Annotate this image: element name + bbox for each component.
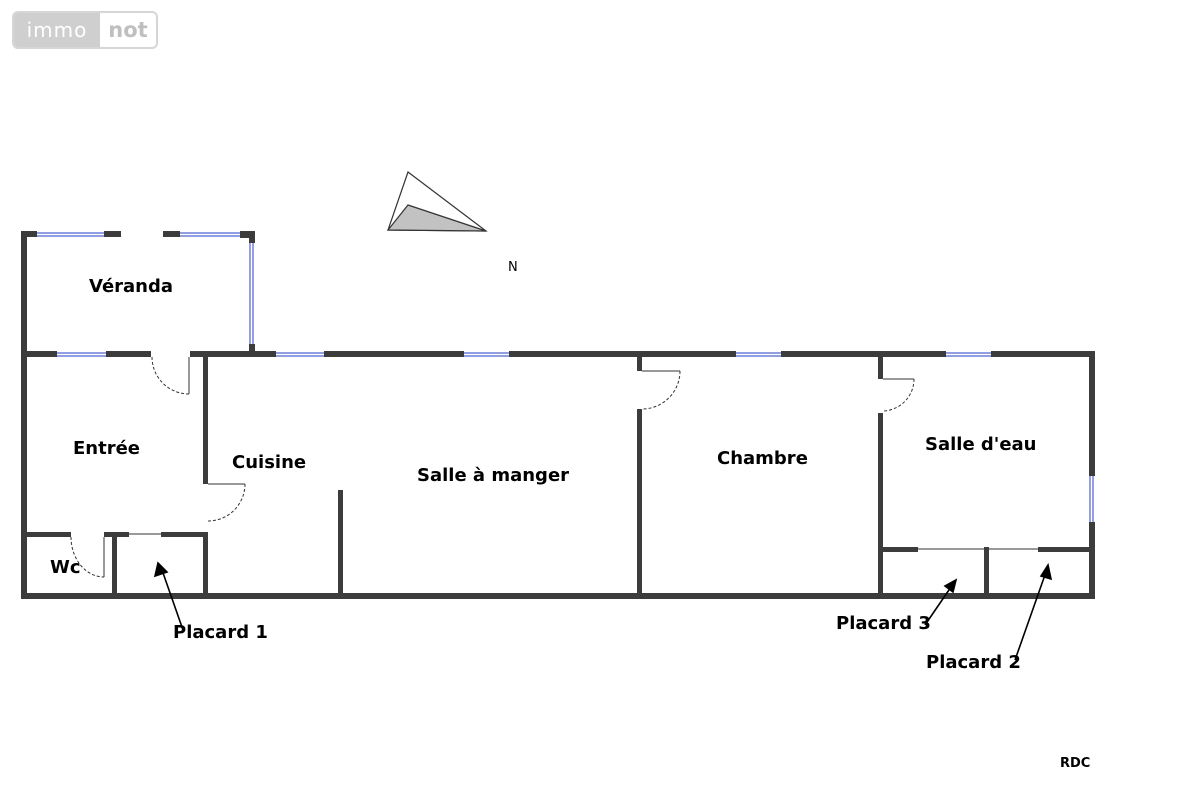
logo-part-immo: immo — [14, 13, 100, 47]
windows — [37, 232, 1094, 522]
room-label-cuisine: Cuisine — [232, 452, 306, 473]
floor-level-label: RDC — [1060, 756, 1090, 771]
walls — [21, 231, 1095, 599]
annotation-placard-3: Placard 3 — [836, 613, 931, 634]
annotation-placard-2: Placard 2 — [926, 652, 1021, 673]
compass-label: N — [508, 260, 518, 275]
room-label-chambre: Chambre — [717, 448, 808, 469]
room-label-salle-a-manger: Salle à manger — [417, 465, 569, 486]
annotation-arrows — [153, 561, 1053, 661]
room-label-salle-deau: Salle d'eau — [925, 434, 1037, 455]
immonot-logo: immo not — [12, 11, 158, 49]
room-label-veranda: Véranda — [89, 276, 173, 297]
logo-part-not: not — [108, 18, 148, 42]
annotation-placard-1: Placard 1 — [173, 622, 268, 643]
doors — [70, 356, 1038, 578]
room-label-entree: Entrée — [73, 438, 140, 459]
north-arrow-icon — [386, 171, 488, 232]
room-label-wc: Wc — [50, 557, 81, 578]
